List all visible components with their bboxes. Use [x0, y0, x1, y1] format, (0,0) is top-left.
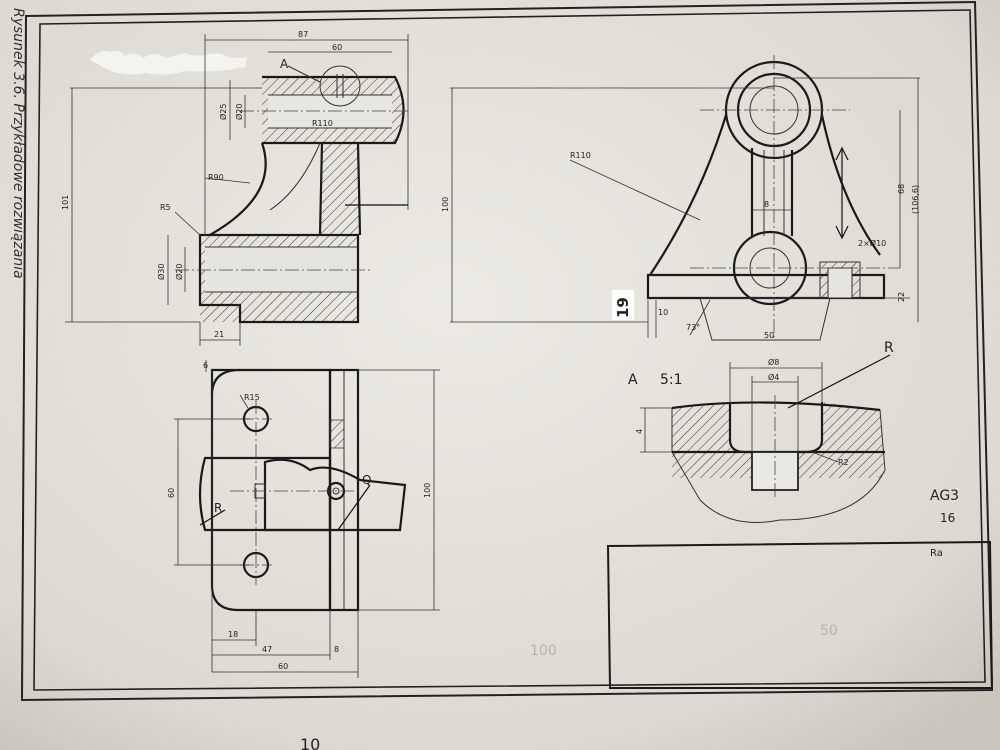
handwritten-scribble — [90, 50, 247, 75]
margin-note-16: 16 — [940, 511, 955, 525]
detail-scale: 5:1 — [660, 372, 683, 388]
dim-22: 22 — [897, 292, 906, 302]
top-view: 6 R15 60 100 18 47 8 60 R Q — [167, 360, 440, 678]
dim-r90: R90 — [208, 173, 224, 182]
dim-60-top: 60 — [167, 488, 176, 498]
dim-18: 18 — [228, 630, 238, 639]
dim-68: 68 — [897, 184, 906, 194]
dim-21: 21 — [214, 330, 224, 339]
dim-100-top: 100 — [423, 483, 432, 498]
detail-title: A — [628, 372, 638, 388]
front-view: 87 60 Ø25 Ø20 R110 101 R90 R5 Ø30 Ø20 21… — [61, 30, 410, 346]
dim-d30: Ø30 — [156, 264, 166, 280]
dim-4: 4 — [635, 429, 644, 434]
dim-50-side: 50 — [764, 331, 774, 340]
dim-6: 6 — [203, 361, 208, 370]
title-block-faint-100: 100 — [530, 643, 557, 659]
title-block: 100 50 — [530, 540, 994, 689]
dim-d20-top: Ø20 — [234, 104, 244, 120]
bottom-note: 10 — [300, 735, 320, 750]
dim-60: 60 — [332, 43, 342, 52]
dim-87: 87 — [298, 30, 308, 39]
dim-2xd10: 2×Ø10 — [858, 238, 886, 248]
hand-label-r-top: R — [214, 501, 222, 515]
dim-10-side: 10 — [658, 308, 668, 317]
dim-r110-side: R110 — [570, 151, 591, 160]
dim-r110: R110 — [312, 119, 333, 128]
dim-d8: Ø8 — [768, 357, 779, 367]
detail-a: A 5:1 Ø8 Ø4 4 R2 R — [628, 340, 894, 523]
drawing-border — [20, 0, 994, 702]
dim-73deg: 73° — [686, 323, 700, 332]
dim-101: 101 — [61, 195, 70, 210]
dim-106-6: (106,6) — [911, 185, 920, 214]
dim-8-top: 8 — [334, 645, 339, 654]
dim-r2: R2 — [838, 458, 849, 467]
dim-r15: R15 — [244, 393, 260, 402]
hand-label-q: Q — [362, 473, 371, 487]
margin-note-ra: Ra — [930, 548, 943, 559]
side-caption: Rysunek 3.6. Przykładowe rozwiązania — [10, 8, 26, 279]
dim-r5: R5 — [160, 203, 171, 212]
side-view: R110 100 8 2×Ø10 68 (106,6) 22 10 73° 50… — [441, 55, 920, 341]
dim-100-side: 100 — [441, 197, 450, 212]
dim-d4: Ø4 — [768, 372, 779, 382]
dim-8-side: 8 — [764, 200, 769, 209]
hand-label-19: 19 — [614, 297, 632, 318]
dim-d20-base: Ø20 — [174, 264, 184, 280]
margin-note-ag3: AG3 — [930, 488, 959, 504]
dim-60-bottom: 60 — [278, 662, 288, 671]
hand-label-r-detail: R — [884, 340, 894, 356]
section-marker-a: A — [280, 57, 289, 71]
dim-47: 47 — [262, 645, 272, 654]
title-block-faint-50: 50 — [820, 623, 838, 639]
dim-d25: Ø25 — [218, 104, 228, 120]
